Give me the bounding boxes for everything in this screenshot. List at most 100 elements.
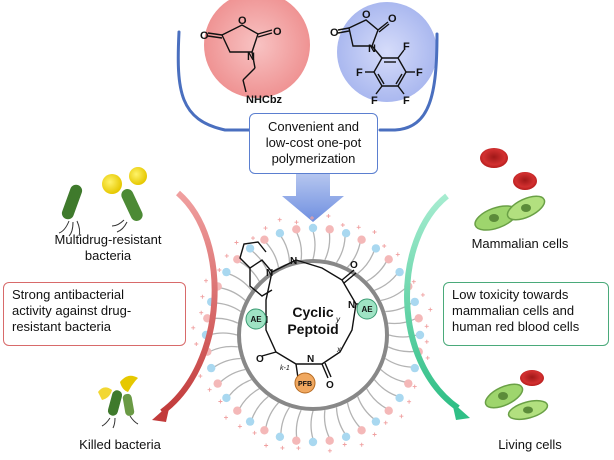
monomer-right-f1: F xyxy=(403,41,410,53)
charge-sign xyxy=(294,220,299,225)
antibacterial-line3: resistant bacteria xyxy=(12,319,111,334)
peptoid-n-bottom: N xyxy=(307,354,314,365)
brush-chain xyxy=(324,232,331,261)
monomer-right-blob xyxy=(337,2,437,102)
ae-tag-left xyxy=(245,308,267,330)
brush-end-bead xyxy=(308,223,318,233)
multidrug-resistant-line1: Multidrug-resistant xyxy=(54,232,162,247)
brush-chain xyxy=(347,242,361,268)
right-curved-arrow xyxy=(404,193,460,411)
brush-end-bead xyxy=(308,437,318,447)
monomer-left-blob xyxy=(204,0,310,98)
brush-chain xyxy=(323,410,330,438)
brush-chain xyxy=(265,402,279,428)
brush-chain xyxy=(280,406,291,434)
polymerization-line1: Convenient and xyxy=(267,119,360,134)
brush-chain xyxy=(228,273,253,291)
charge-sign xyxy=(198,374,203,379)
brush-end-bead xyxy=(404,379,413,388)
charge-sign xyxy=(277,217,282,222)
polymerization-line3: polymerization xyxy=(271,151,356,166)
charge-sign xyxy=(412,384,417,389)
peptoid-subscript-k: k-1 xyxy=(280,365,290,372)
brush-end-bead xyxy=(341,229,351,238)
brush-chain xyxy=(295,409,302,438)
brush-chain xyxy=(335,407,346,435)
charge-sign xyxy=(395,252,400,257)
charge-sign xyxy=(200,294,205,299)
monomer-right-f2: F xyxy=(416,67,423,79)
mammalian-cells-label: Mammalian cells xyxy=(471,236,569,251)
charge-sign xyxy=(296,446,301,451)
antibacterial-box: Strong antibacterial activity against dr… xyxy=(3,282,186,346)
brush-chain xyxy=(366,261,388,282)
charge-sign xyxy=(424,339,429,344)
brush-chain xyxy=(238,388,260,409)
brush-chain xyxy=(374,273,398,291)
brush-end-bead xyxy=(222,267,231,277)
charge-sign xyxy=(342,442,347,447)
charge-sign xyxy=(372,230,377,234)
low-toxicity-line1: Low toxicity towards xyxy=(452,287,569,302)
ae-tag-left-label: AE xyxy=(250,315,262,324)
polymerization-box: Convenient and low-cost one-pot polymeri… xyxy=(249,113,378,174)
charge-sign xyxy=(359,442,364,447)
charge-sign xyxy=(204,278,208,283)
brush-chain xyxy=(280,235,291,263)
brush-chain xyxy=(380,369,406,383)
brush-end-bead xyxy=(357,426,366,435)
peptoid-n-top: N xyxy=(266,268,273,279)
peptoid-o-top: O xyxy=(350,260,358,271)
charge-sign xyxy=(428,307,433,312)
low-toxicity-box: Low toxicity towards mammalian cells and… xyxy=(443,282,609,346)
charge-sign xyxy=(420,292,425,297)
brush-chain xyxy=(380,287,407,302)
monomer-right-structure xyxy=(337,19,415,95)
left-curved-arrow xyxy=(160,190,218,415)
brush-chain xyxy=(387,346,416,353)
polymerization-line2: low-cost one-pot xyxy=(265,135,362,150)
brush-chain xyxy=(228,379,252,397)
peptoid-n-right: N xyxy=(348,300,355,311)
charge-sign xyxy=(327,448,332,453)
charge-sign xyxy=(280,445,285,450)
monomer-right-f5: F xyxy=(356,67,363,79)
brush-end-bead xyxy=(292,436,301,445)
ae-tag-right xyxy=(356,298,378,320)
brush-end-bead xyxy=(260,426,269,435)
peptoid-n-top2: N xyxy=(290,256,297,267)
brush-end-bead xyxy=(371,244,381,253)
monomer-left-o-carbonyl1: O xyxy=(200,30,209,42)
living-cells-label: Living cells xyxy=(498,437,562,452)
right-arrowhead xyxy=(452,402,470,420)
monomer-right-o-carbonyl2: O xyxy=(388,13,397,25)
charge-sign xyxy=(218,399,223,404)
brush-chain xyxy=(265,241,280,268)
brush-end-bead xyxy=(357,235,366,244)
charge-sign xyxy=(383,420,388,425)
peptoid-subscript-y: y xyxy=(335,315,341,324)
reaction-vessel-bracket xyxy=(176,30,439,132)
brush-chain xyxy=(388,318,416,325)
charge-sign xyxy=(399,414,404,419)
pfb-tag-label: PFB xyxy=(298,381,312,388)
monomer-right-f4: F xyxy=(371,95,378,107)
brush-end-bead xyxy=(275,229,285,238)
charge-sign xyxy=(372,432,377,437)
brush-chain xyxy=(366,388,387,410)
left-arrowhead xyxy=(152,404,170,422)
brush-end-bead xyxy=(410,363,419,373)
brush-end-bead xyxy=(233,406,242,415)
brush-chain xyxy=(335,236,346,264)
charge-sign xyxy=(411,279,416,284)
brush-chain xyxy=(373,379,398,397)
charge-sign xyxy=(194,342,199,346)
brush-chain xyxy=(312,230,316,260)
charge-sign xyxy=(264,443,269,448)
charge-sign xyxy=(234,240,239,245)
charge-sign xyxy=(263,226,268,231)
monomer-right-o-ring: O xyxy=(362,9,371,21)
charge-sign xyxy=(326,214,331,218)
brush-end-bead xyxy=(395,393,404,403)
brush-end-bead xyxy=(325,225,334,234)
